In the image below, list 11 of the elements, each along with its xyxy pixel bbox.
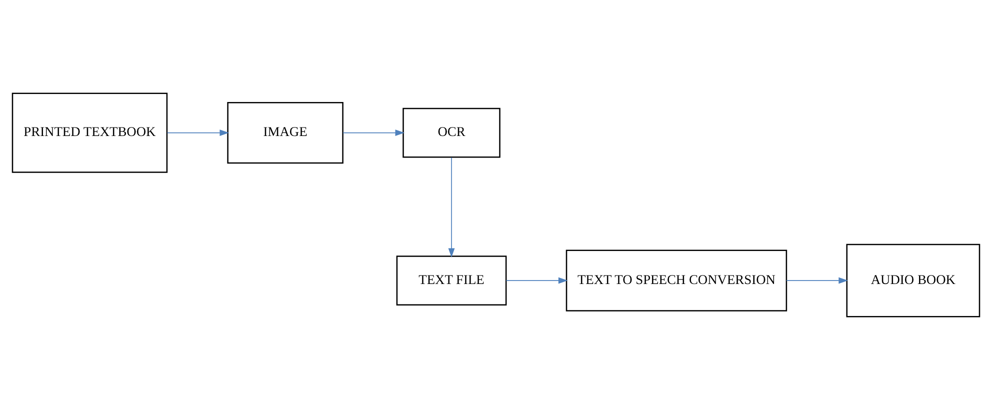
arrow [786,277,848,284]
node-box: IMAGE [227,102,344,164]
arrow [342,130,404,136]
node-box: PRINTED TEXTBOOK [12,92,168,173]
arrow [506,277,568,284]
arrow [166,130,229,136]
node-box: OCR [402,108,500,158]
arrow [448,157,455,258]
node-box: TEXT TO SPEECH CONVERSION [566,250,788,312]
node-box: AUDIO BOOK [846,244,980,318]
node-box: TEXT FILE [396,256,507,306]
